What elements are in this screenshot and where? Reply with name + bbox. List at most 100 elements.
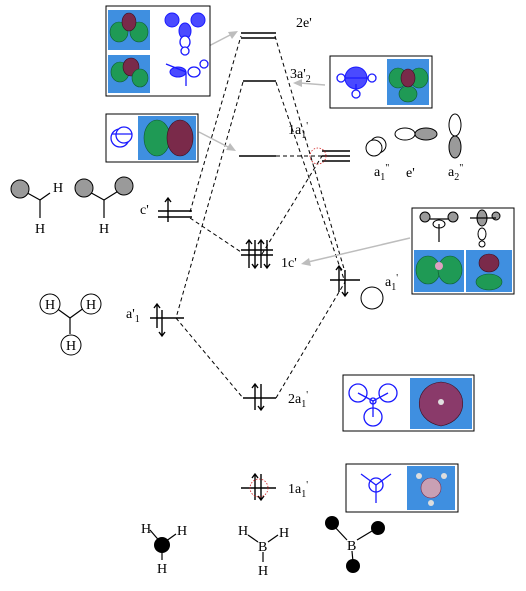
bond [247,534,259,543]
atom-h: H [35,222,45,237]
lobe [164,12,180,28]
right-label-a1p: a1' [385,273,398,293]
spin-down-1a1 [257,474,265,502]
atom-h: H [99,222,109,237]
atom-h: H [86,298,96,313]
left-label-cprime: c' [140,203,149,218]
lobe [419,211,431,223]
left-h3-fragment: c' a'1 H H H [10,176,192,356]
inset-1a1-core [345,463,459,513]
arrow-head-1c [301,258,311,266]
atom-b: B [347,539,356,554]
lobe [131,68,149,88]
lobe [199,59,209,69]
inset-1a1prime-orbitals [105,113,199,163]
label-1a1prime: 1a1' [288,121,308,141]
atom-h: H [53,181,63,196]
right-p-ring [309,147,327,165]
left-cprime-orbital-2: H [74,176,134,237]
atom-h: H [177,524,187,539]
inset-3a2-orbitals [329,55,433,109]
pointer-arrows [198,31,411,266]
lobe [180,46,190,56]
lobe [477,227,487,241]
label-1c: 1c' [281,256,297,271]
lobe [121,12,137,32]
bond [267,534,279,543]
p-lobe-right [414,127,438,141]
arrow-head-1a [226,143,236,151]
right-label-a1dp: a1" [374,163,389,183]
atom-h: H [66,339,76,354]
schematic-1c-a [419,211,459,242]
arrow-head-3a [293,79,302,87]
atom-b: B [258,540,267,555]
lobe [400,68,416,88]
lobe [166,119,194,157]
core-lobe [420,477,442,499]
h-sphere-shaded [10,179,30,199]
lobe [351,89,361,99]
label-3a2: 3a'2 [290,67,311,85]
right-e-prime-orbital [394,127,438,141]
h-sphere-shaded [74,178,94,198]
lobe [115,126,133,144]
bond [360,473,377,486]
schematic-2e-a [164,12,206,56]
mo-levels [239,32,276,489]
ball-h [325,516,339,530]
p-lobe-left [394,127,416,141]
spin-down-1c-2 [263,240,271,270]
arrow-to-1a [198,131,231,149]
central-atom-dot [154,537,170,553]
p-lobe-bottom [448,135,462,159]
left-spin-cprime [164,196,172,222]
atom-h [416,473,422,479]
correlation-lines [175,35,346,399]
right-label-a2dp: a2" [448,163,463,183]
corr-line-3a-left-a1 [175,81,244,319]
left-a1-orbital: H H H [39,293,102,356]
corr-line-3a-right-a1 [275,81,346,283]
spin-up-2a1 [251,382,259,410]
schematic-2a1 [348,383,398,427]
spin-down-2a1 [257,384,265,412]
arrow-head-2e [228,31,238,39]
lobe [398,85,418,103]
right-spin-s-up [335,264,343,292]
right-b-fragment: a1" e' a2" a1' [309,113,463,310]
lobe [447,211,459,223]
p-lobe-front [365,139,383,157]
lobe [187,66,201,78]
mo-electrons [245,238,271,502]
left-label-a1: a'1 [126,307,140,325]
left-spin-a1-up [153,302,161,328]
bond [372,392,389,402]
right-label-eprime: e' [406,166,415,181]
h-sphere-open [60,334,82,356]
molecule-bh3-ball: B [325,516,385,573]
atom-h [428,500,434,506]
molecule-bh3: B H H H [238,524,289,579]
right-spin-s-down [341,270,349,298]
bond [39,192,51,201]
mo-level-labels: 2e' 3a'2 1a1' 1c' 2a1' 1a1' [281,16,312,500]
schematic-1a1prime [110,126,133,148]
spin-down-1c-1 [251,240,259,270]
lobe [415,255,441,285]
lobe [491,211,501,221]
left-cprime-orbital-1: H H [10,179,63,237]
atom-b [435,262,443,270]
ball-h [346,559,360,573]
lobe [475,273,503,291]
right-a2-doubleprime-orbital [448,113,462,159]
lobe [190,12,206,28]
corr-line-left-a1-2a1 [175,317,244,399]
corr-line-cprime-1c [189,217,242,253]
label-1a1: 1a1' [288,480,308,500]
lobe [478,240,486,248]
bond [357,392,374,402]
arrow-to-3a [299,82,326,86]
lobe [179,35,191,49]
